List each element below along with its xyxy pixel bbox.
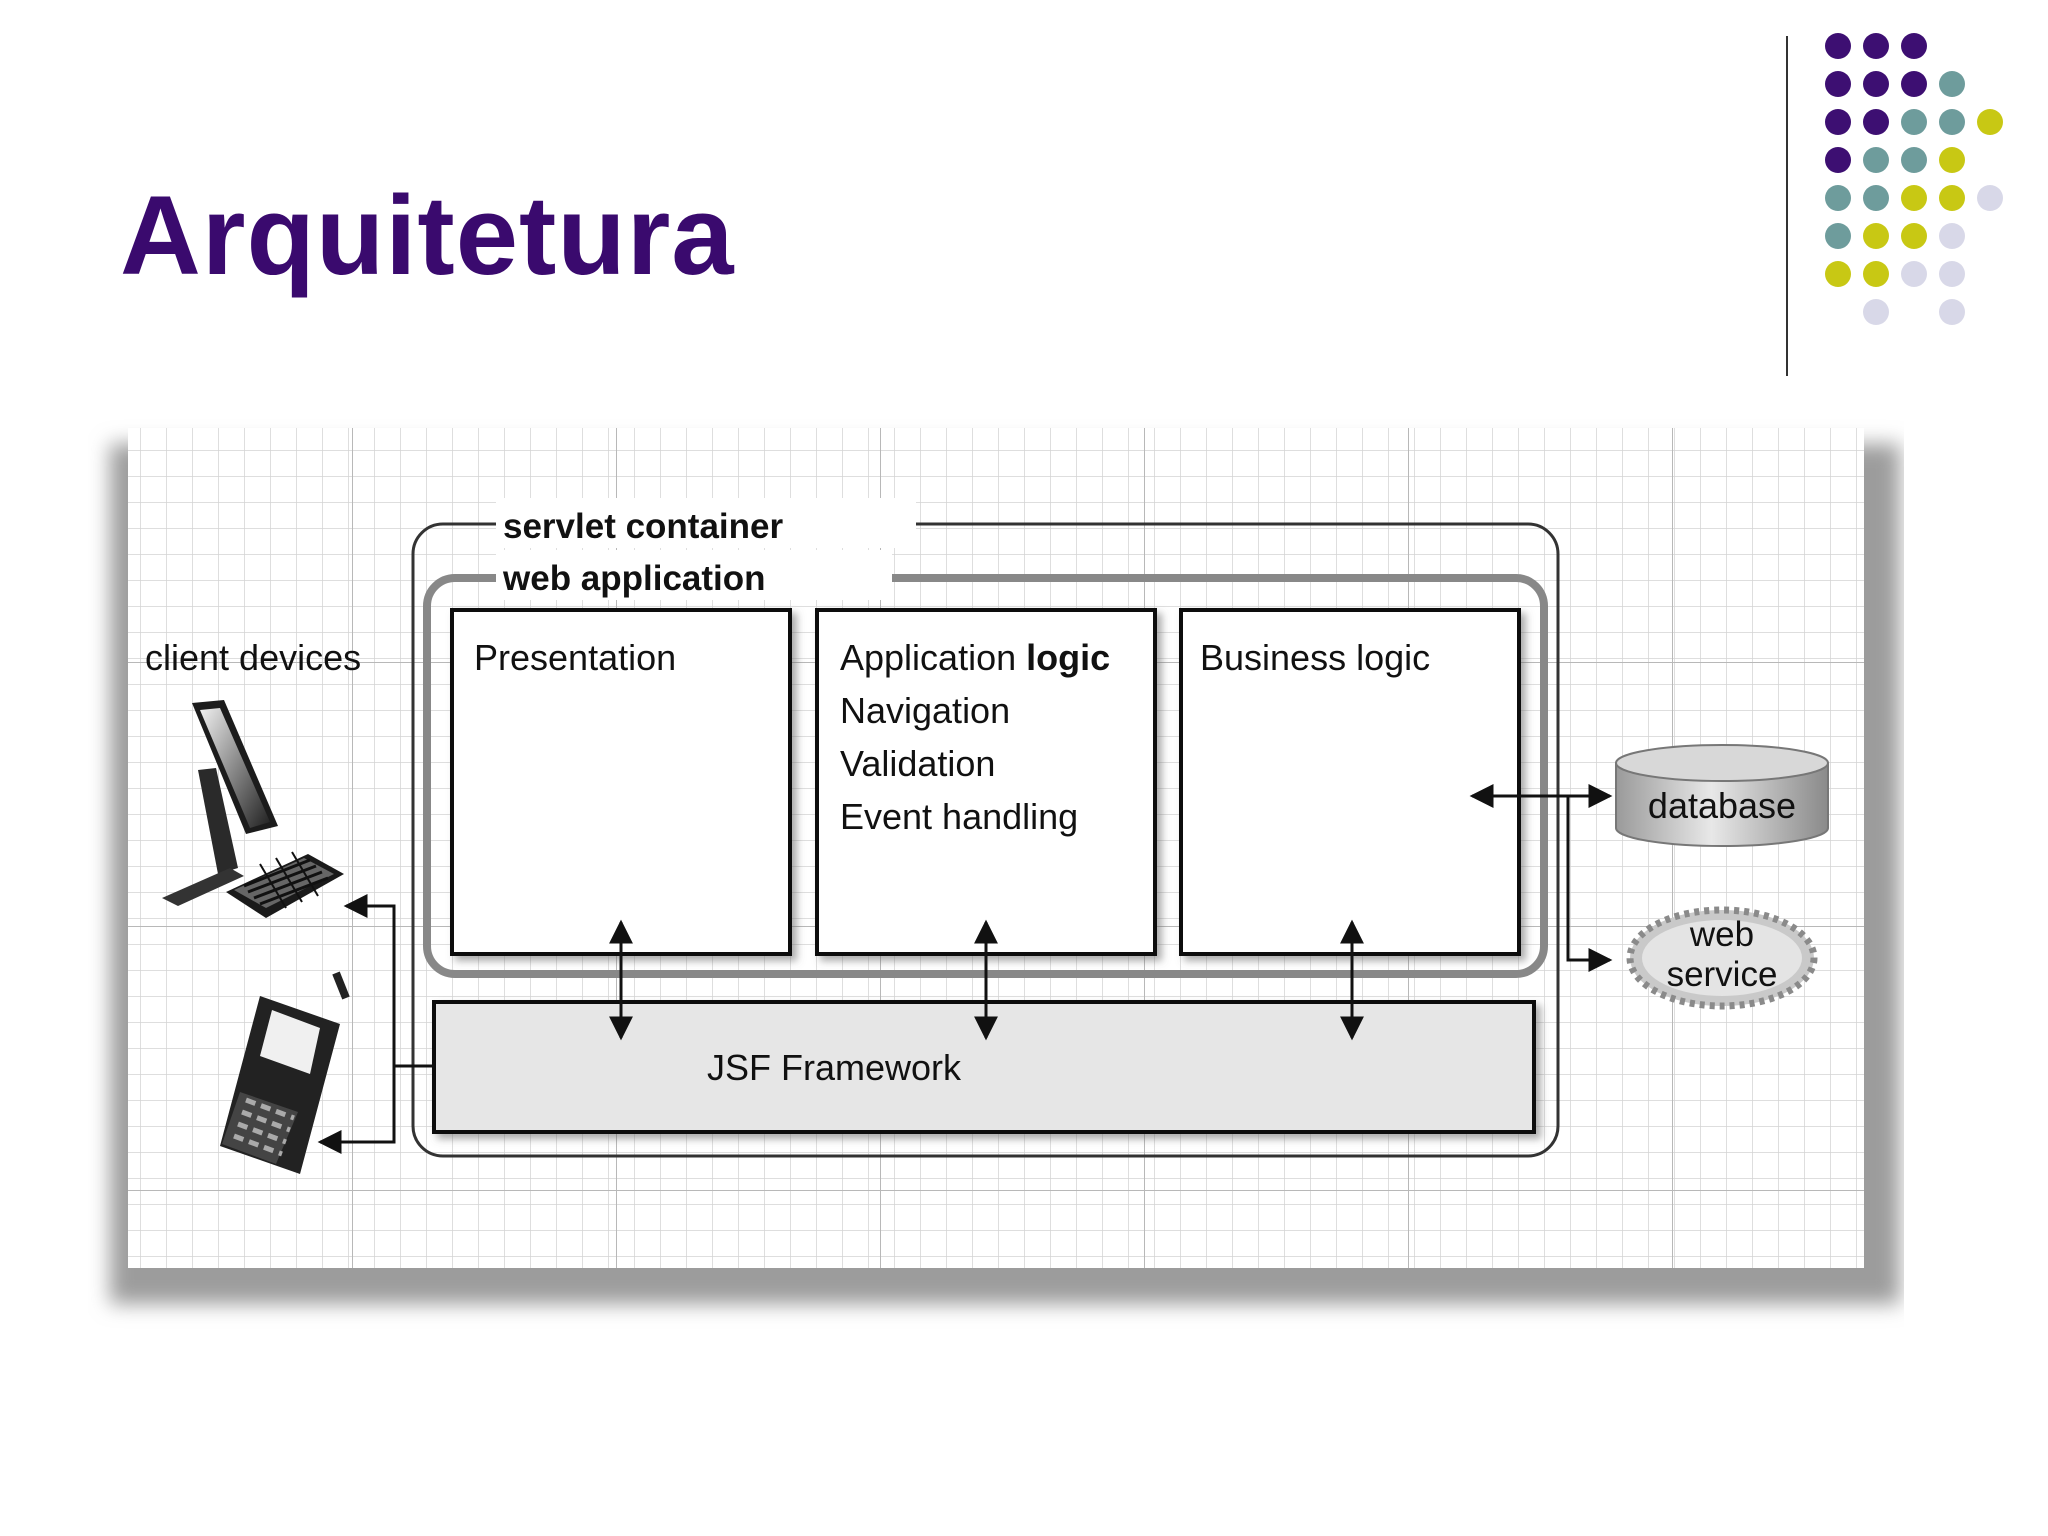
decor-dot xyxy=(1863,185,1889,211)
database-icon xyxy=(1615,744,1829,847)
web-application-label: web application xyxy=(502,559,766,598)
decor-dot-grid xyxy=(1825,33,2003,325)
decor-dot xyxy=(1825,71,1851,97)
decor-dot xyxy=(1863,33,1889,59)
decor-dot xyxy=(1825,109,1851,135)
application-logic-item: Validation xyxy=(840,743,995,784)
jsf-framework-label: JSF Framework xyxy=(707,1047,962,1088)
architecture-diagram: servlet container web application Presen… xyxy=(110,428,1900,1304)
mobile-phone-icon xyxy=(220,971,350,1174)
decor-dot xyxy=(1901,71,1927,97)
presentation-label: Presentation xyxy=(474,637,676,678)
application-logic-item: Navigation xyxy=(840,690,1010,731)
slide-title: Arquitetura xyxy=(120,173,735,298)
decor-dot xyxy=(1901,147,1927,173)
client-devices-label: client devices xyxy=(145,637,361,678)
web-service-label: web xyxy=(1689,915,1754,954)
decor-dot xyxy=(1901,109,1927,135)
decor-dot xyxy=(1939,71,1965,97)
servlet-container-frame xyxy=(411,522,1560,1158)
phone-connector-arrow xyxy=(317,1066,396,1154)
decor-dot xyxy=(1901,33,1927,59)
decor-dot xyxy=(1939,147,1965,173)
decor-dot xyxy=(1939,223,1965,249)
decor-dot xyxy=(1863,261,1889,287)
decor-dot xyxy=(1901,185,1927,211)
desktop-connector-arrow xyxy=(343,894,396,1088)
decor-dot xyxy=(1825,185,1851,211)
presentation-box xyxy=(450,608,792,956)
decor-dot xyxy=(1863,71,1889,97)
decor-dot xyxy=(1825,33,1851,59)
decor-dot xyxy=(1863,147,1889,173)
decor-dot xyxy=(1901,223,1927,249)
jsf-framework-bar xyxy=(432,1000,1536,1134)
decor-divider xyxy=(1786,36,1788,376)
decor-dot xyxy=(1825,261,1851,287)
servlet-container-label: servlet container xyxy=(503,507,783,546)
decor-dot xyxy=(1825,223,1851,249)
application-logic-box xyxy=(815,608,1157,956)
decor-dot xyxy=(1977,185,2003,211)
web-service-label: service xyxy=(1667,955,1778,994)
decor-dot xyxy=(1939,185,1965,211)
decor-dot xyxy=(1939,299,1965,325)
decor-dot xyxy=(1863,299,1889,325)
business-webservice-connector xyxy=(1566,796,1613,972)
application-logic-title: Application logic xyxy=(840,637,1110,678)
desktop-computer-icon xyxy=(162,700,344,918)
decor-dot xyxy=(1863,223,1889,249)
decor-dot xyxy=(1825,147,1851,173)
decor-dot xyxy=(1863,109,1889,135)
decor-dot xyxy=(1977,109,2003,135)
database-label: database xyxy=(1648,785,1796,826)
decor-dot xyxy=(1939,109,1965,135)
application-logic-item: Event handling xyxy=(840,796,1078,837)
decor-dot xyxy=(1939,261,1965,287)
decor-dot xyxy=(1901,261,1927,287)
business-logic-label: Business logic xyxy=(1200,637,1430,678)
web-service-cloud-icon xyxy=(1626,906,1818,1010)
